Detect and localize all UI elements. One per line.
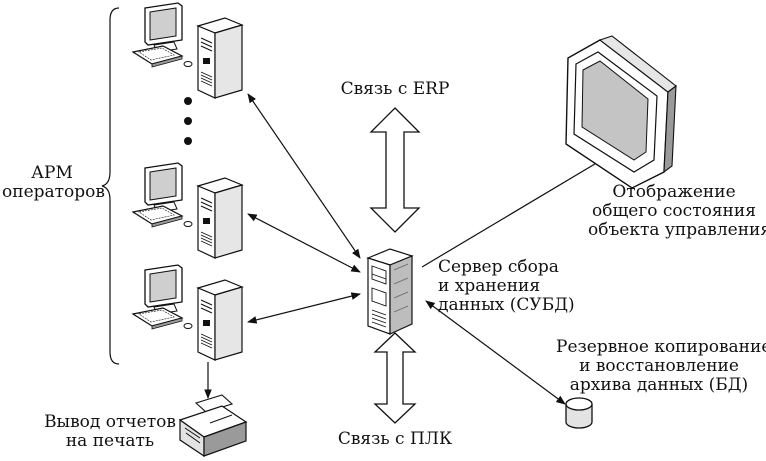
printer-icon [178,394,248,458]
workstation-icon-1 [132,2,243,99]
label-server: Сервер сбора и хранения данных (СУБД) [438,257,575,315]
arrow-server-backup [425,300,566,405]
ellipsis-dot-icon [184,117,192,125]
label-display: Отображение общего состояния объекта упр… [588,182,766,240]
workstation-icon-2 [132,162,243,259]
label-backup: Резервное копирование и восстановление а… [556,337,766,395]
label-erp: Связь с ERP [340,79,450,99]
label-arm: АРМ операторов [2,163,105,202]
crt-monitor-icon [565,35,677,189]
arm-bracket [101,7,120,365]
erp-double-arrow [369,107,421,233]
server-tower-icon [367,248,413,335]
arrow-server-ws2 [247,213,361,273]
ellipsis-dot-icon [184,137,192,145]
ellipsis-dot-icon [184,97,192,105]
label-print: Вывод отчетов на печать [44,412,176,451]
label-plc: Связь с ПЛК [337,429,453,449]
arrow-server-ws1 [247,93,361,259]
workstation-icon-3 [132,264,243,361]
plc-double-arrow [373,332,417,424]
arrow-server-ws3 [247,292,361,324]
database-cylinder-icon [565,397,593,429]
arrow-server-display [421,151,616,268]
